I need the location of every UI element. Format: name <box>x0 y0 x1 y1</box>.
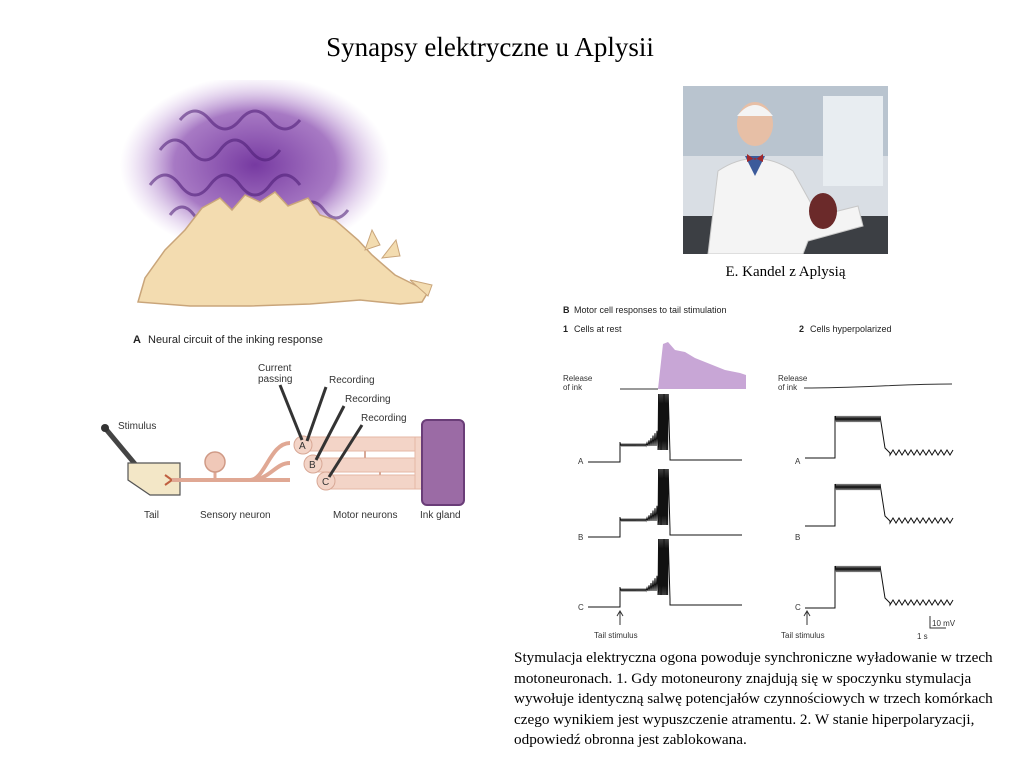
label-stimulus: Stimulus <box>118 421 156 432</box>
label-recording-1: Recording <box>329 375 375 386</box>
slide-title: Synapsy elektryczne u Aplysii <box>326 32 654 62</box>
cell-c-label: C <box>322 477 329 488</box>
label-tail: Tail <box>144 510 159 521</box>
photo-caption: E. Kandel z Aplysią <box>725 264 846 280</box>
trace-c-rest <box>588 538 742 608</box>
trace-label-a1: A <box>578 457 584 466</box>
col1-title: Cells at rest <box>574 324 622 334</box>
trace-label-a2: A <box>795 457 801 466</box>
panel-a-circuit: A Neural circuit of the inking response … <box>101 334 465 521</box>
motor-neuron-a <box>293 435 416 455</box>
label-current-1: Current <box>258 363 292 374</box>
trace-c-hyperpolarized <box>805 565 954 609</box>
person-coat <box>707 158 864 254</box>
ink-baseline-2 <box>803 383 953 389</box>
voltage-traces <box>588 393 954 609</box>
recording-electrode-3 <box>327 424 364 478</box>
label-motor-neurons: Motor neurons <box>333 510 397 521</box>
aplysia-illustration <box>120 80 433 307</box>
kandel-photo <box>683 86 888 254</box>
release-label-1a: Release <box>563 374 593 383</box>
sensory-soma <box>204 451 226 473</box>
cell-b-label: B <box>309 460 316 471</box>
col2-title: Cells hyperpolarized <box>810 324 892 334</box>
label-recording-3: Recording <box>361 413 407 424</box>
scale-mv: 10 mV <box>932 619 956 628</box>
aplysia-tail-tip <box>409 279 433 297</box>
aplysia-body <box>137 191 430 307</box>
trace-a-hyperpolarized <box>805 415 954 459</box>
scale-s: 1 s <box>917 632 928 641</box>
label-sensory-neuron: Sensory neuron <box>200 510 271 521</box>
slide-description: Stymulacja elektryczna ogona powoduje sy… <box>514 649 993 749</box>
label-current-2: passing <box>258 374 292 385</box>
panel-a-letter: A <box>133 334 141 346</box>
release-label-1b: of ink <box>563 383 583 392</box>
motor-neuron-c <box>316 471 416 491</box>
label-ink-gland: Ink gland <box>420 510 461 521</box>
trace-label-b2: B <box>795 533 800 542</box>
recording-electrode-2 <box>314 405 346 461</box>
ink-release-area <box>620 342 746 389</box>
trace-label-b1: B <box>578 533 583 542</box>
cell-a-label: A <box>299 441 306 452</box>
scale-bar <box>929 616 946 629</box>
col1-num: 1 <box>563 324 568 334</box>
panel-a-title: Neural circuit of the inking response <box>148 334 323 346</box>
col2-num: 2 <box>799 324 804 334</box>
release-label-2a: Release <box>778 374 808 383</box>
trace-b-rest <box>588 468 742 538</box>
aplysia-in-hand <box>809 193 837 229</box>
panel-b-letter: B <box>563 305 570 315</box>
recording-electrode-1 <box>305 386 328 442</box>
panel-b-traces: B Motor cell responses to tail stimulati… <box>563 305 956 641</box>
tail-shape <box>127 462 181 496</box>
release-label-2b: of ink <box>778 383 798 392</box>
label-recording-2: Recording <box>345 394 391 405</box>
trace-label-c2: C <box>795 603 801 612</box>
panel-b-title: Motor cell responses to tail stimulation <box>574 305 727 315</box>
ink-cloud <box>120 80 390 255</box>
tail-stimulus-label-1: Tail stimulus <box>594 631 638 640</box>
trace-a-rest <box>588 393 742 463</box>
trace-label-c1: C <box>578 603 584 612</box>
tail-stimulus-label-2: Tail stimulus <box>781 631 825 640</box>
aplysia-tentacle-2 <box>380 238 401 259</box>
current-electrode <box>278 384 304 441</box>
aplysia-tentacle-1 <box>364 228 381 251</box>
trace-b-hyperpolarized <box>805 483 954 527</box>
motor-neuron-b <box>303 454 416 474</box>
ink-gland <box>421 419 465 506</box>
